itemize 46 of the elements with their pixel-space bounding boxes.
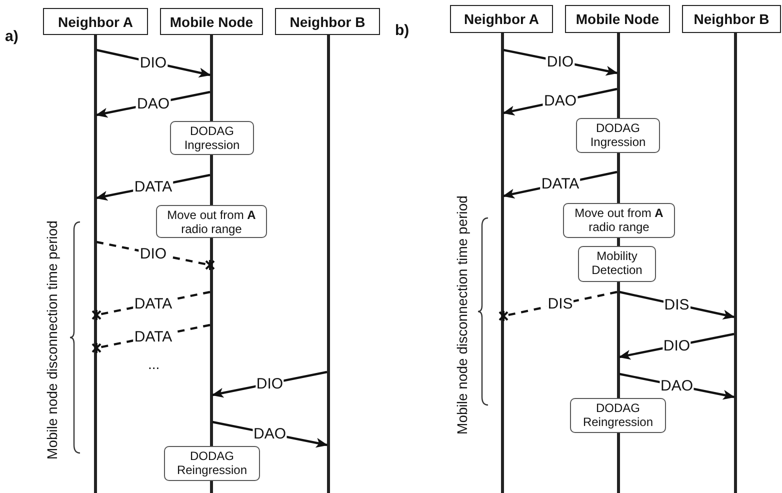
edge-label: DIO xyxy=(546,54,575,69)
edge-label: DIS xyxy=(546,296,574,312)
edge-label: DATA xyxy=(133,329,174,344)
lifeline xyxy=(617,238,620,246)
note-box: Move out from A radio range xyxy=(156,205,267,238)
edge-label: DIO xyxy=(255,376,284,391)
lifeline xyxy=(327,35,330,493)
note-box: DODAG Ingression xyxy=(576,118,660,153)
edge-label: DAO xyxy=(136,96,170,111)
edge-label: DIO xyxy=(138,246,168,261)
note-box: DODAG Ingression xyxy=(170,121,254,155)
time-period-label: Mobile node disconnection time period xyxy=(453,194,471,436)
participant-box: Neighbor B xyxy=(275,8,380,35)
panel-label: a) xyxy=(5,28,18,45)
participant-box: Neighbor A xyxy=(450,5,553,33)
participant-box: Mobile Node xyxy=(160,8,263,35)
edge-label: DIO xyxy=(138,55,168,70)
time-period-label: Mobile node disconnection time period xyxy=(43,220,61,462)
edge-label: DATA xyxy=(133,179,174,194)
lifeline xyxy=(501,33,504,493)
lifeline xyxy=(210,155,212,205)
participant-box: Neighbor B xyxy=(682,5,781,33)
edge-label: DAO xyxy=(252,426,287,441)
participant-box: Neighbor A xyxy=(43,8,148,35)
note-box: DODAG Reingression xyxy=(570,398,666,433)
lifeline xyxy=(210,238,212,446)
lifeline xyxy=(210,35,212,121)
lifeline xyxy=(617,433,620,493)
lifeline xyxy=(617,282,620,398)
lifeline xyxy=(94,35,96,493)
note-box: Mobility Detection xyxy=(578,246,656,282)
panel-label: b) xyxy=(395,22,410,39)
note-box: Move out from A radio range xyxy=(563,203,675,238)
ellipsis-text: ... xyxy=(148,356,160,372)
edge-label: DAO xyxy=(543,94,578,108)
edge-label: DIO xyxy=(662,338,692,353)
participant-box: Mobile Node xyxy=(565,5,670,33)
lifeline xyxy=(734,33,736,493)
note-box: DODAG Reingression xyxy=(164,446,260,481)
lifeline xyxy=(210,481,212,493)
edge-label: DAO xyxy=(660,378,694,393)
lifeline xyxy=(617,33,620,118)
edge-label: DIS xyxy=(663,297,690,312)
edge-label: DATA xyxy=(540,176,580,192)
edge-label: DATA xyxy=(133,296,174,311)
lifeline xyxy=(617,153,620,203)
